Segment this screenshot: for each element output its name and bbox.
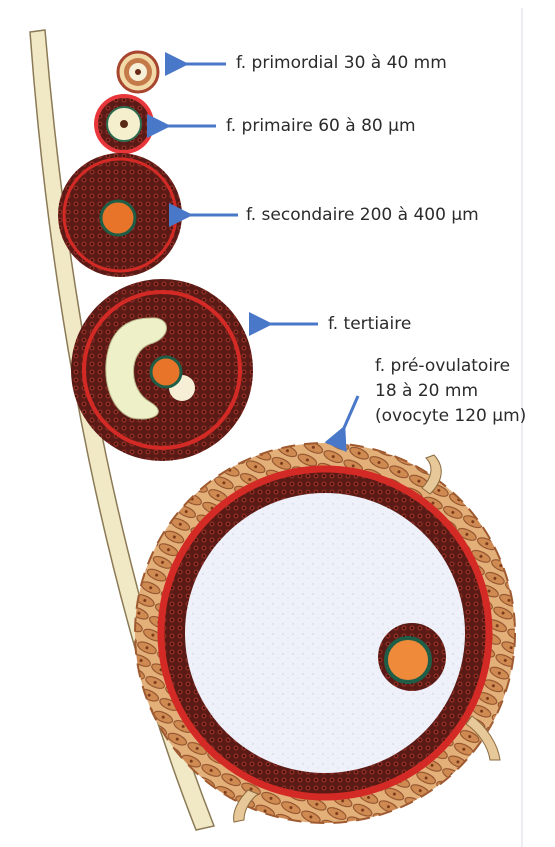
label-secondaire: f. secondaire 200 à 400 µm	[246, 204, 479, 226]
label-primordial: f. primordial 30 à 40 mm	[236, 52, 447, 74]
tertiary-follicle	[71, 279, 253, 461]
primordial-follicle	[118, 52, 158, 92]
preovulatory-follicle	[135, 443, 515, 823]
label-preovulatoire-size: 18 à 20 mm	[375, 380, 478, 402]
label-primaire: f. primaire 60 à 80 µm	[226, 115, 416, 137]
arrow-preovulatoire	[344, 396, 358, 428]
label-tertiaire: f. tertiaire	[328, 313, 411, 335]
label-preovulatoire-oocyte: (ovocyte 120 µm)	[375, 405, 526, 427]
label-preovulatoire-title: f. pré-ovulatoire	[375, 355, 510, 377]
primary-follicle	[94, 94, 154, 154]
secondary-follicle	[58, 153, 182, 277]
